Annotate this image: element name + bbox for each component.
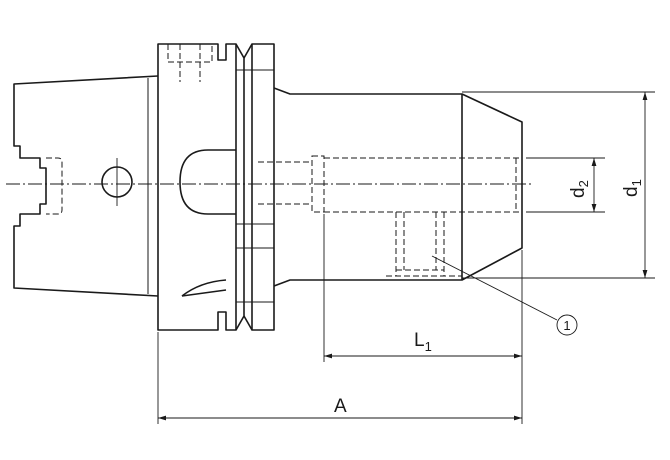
callout-1: 1 [431, 255, 578, 336]
dimension-d1: d1 [462, 91, 655, 279]
svg-text:d1: d1 [621, 179, 644, 197]
d1-subscript: 1 [629, 179, 644, 186]
dimension-a: A [157, 332, 522, 424]
dimension-l1: L1 [323, 214, 523, 424]
l1-subscript: 1 [425, 339, 432, 354]
l1-label: L [414, 330, 425, 351]
d2-label: d [568, 187, 589, 198]
callout-1-label: 1 [563, 318, 570, 333]
d1-label: d [621, 186, 642, 197]
flange [157, 43, 275, 331]
d2-subscript: 2 [576, 180, 591, 187]
svg-text:d2: d2 [568, 180, 591, 198]
tool-body [258, 87, 523, 287]
dimension-d2: d2 [526, 157, 605, 213]
a-label: A [334, 396, 347, 417]
svg-text:L1: L1 [414, 330, 432, 354]
hsk-taper [13, 75, 159, 297]
set-screw [386, 212, 462, 277]
